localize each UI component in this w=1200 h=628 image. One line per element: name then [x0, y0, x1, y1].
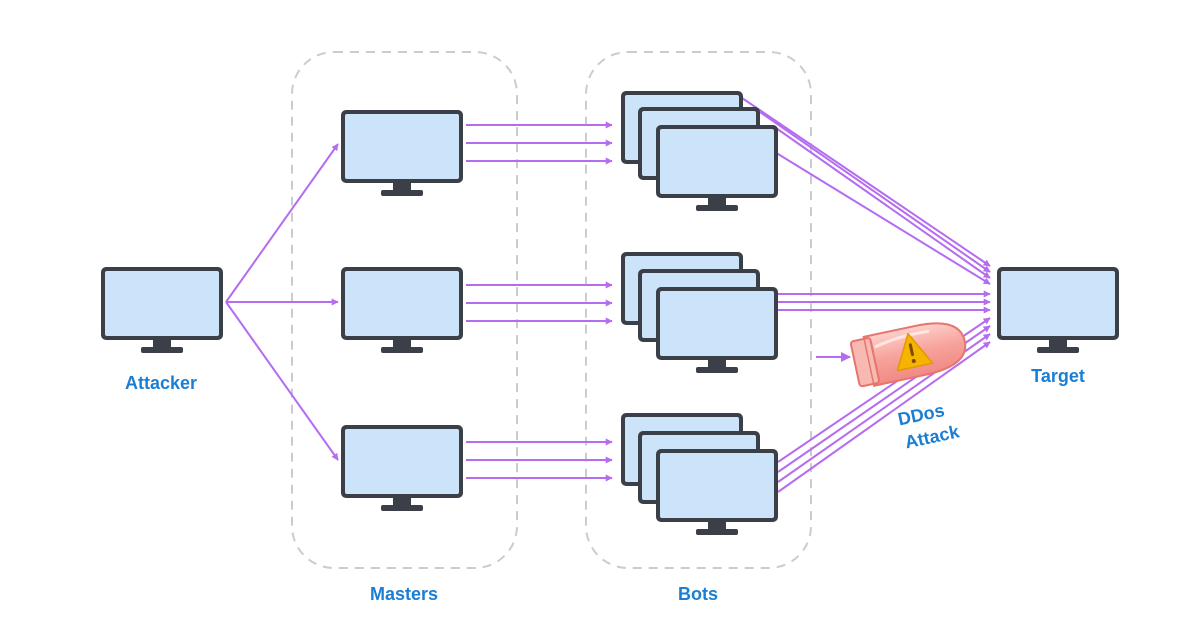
attacker-monitor-icon [101, 267, 223, 353]
master-1-monitor-icon [341, 110, 463, 196]
target-monitor-icon [997, 267, 1119, 353]
master-3-monitor-icon [341, 425, 463, 511]
attacker-arrows [225, 143, 339, 461]
master-2-monitor-icon [341, 267, 463, 353]
bots-label: Bots [678, 584, 718, 604]
warning-icon [896, 332, 934, 372]
bot-1c-monitor-icon [656, 125, 778, 211]
ddos-attack-label: DDos Attack [896, 400, 962, 452]
attacker-label: Attacker [125, 373, 197, 393]
bot-2c-monitor-icon [656, 287, 778, 373]
master-to-bot-arrows [466, 121, 613, 482]
bot-to-target-arrows [741, 97, 991, 493]
ddos-missile-icon [849, 322, 967, 388]
masters-label: Masters [370, 584, 438, 604]
masters-group-box [291, 51, 518, 569]
bot-3c-monitor-icon [656, 449, 778, 535]
target-label: Target [1031, 366, 1085, 386]
